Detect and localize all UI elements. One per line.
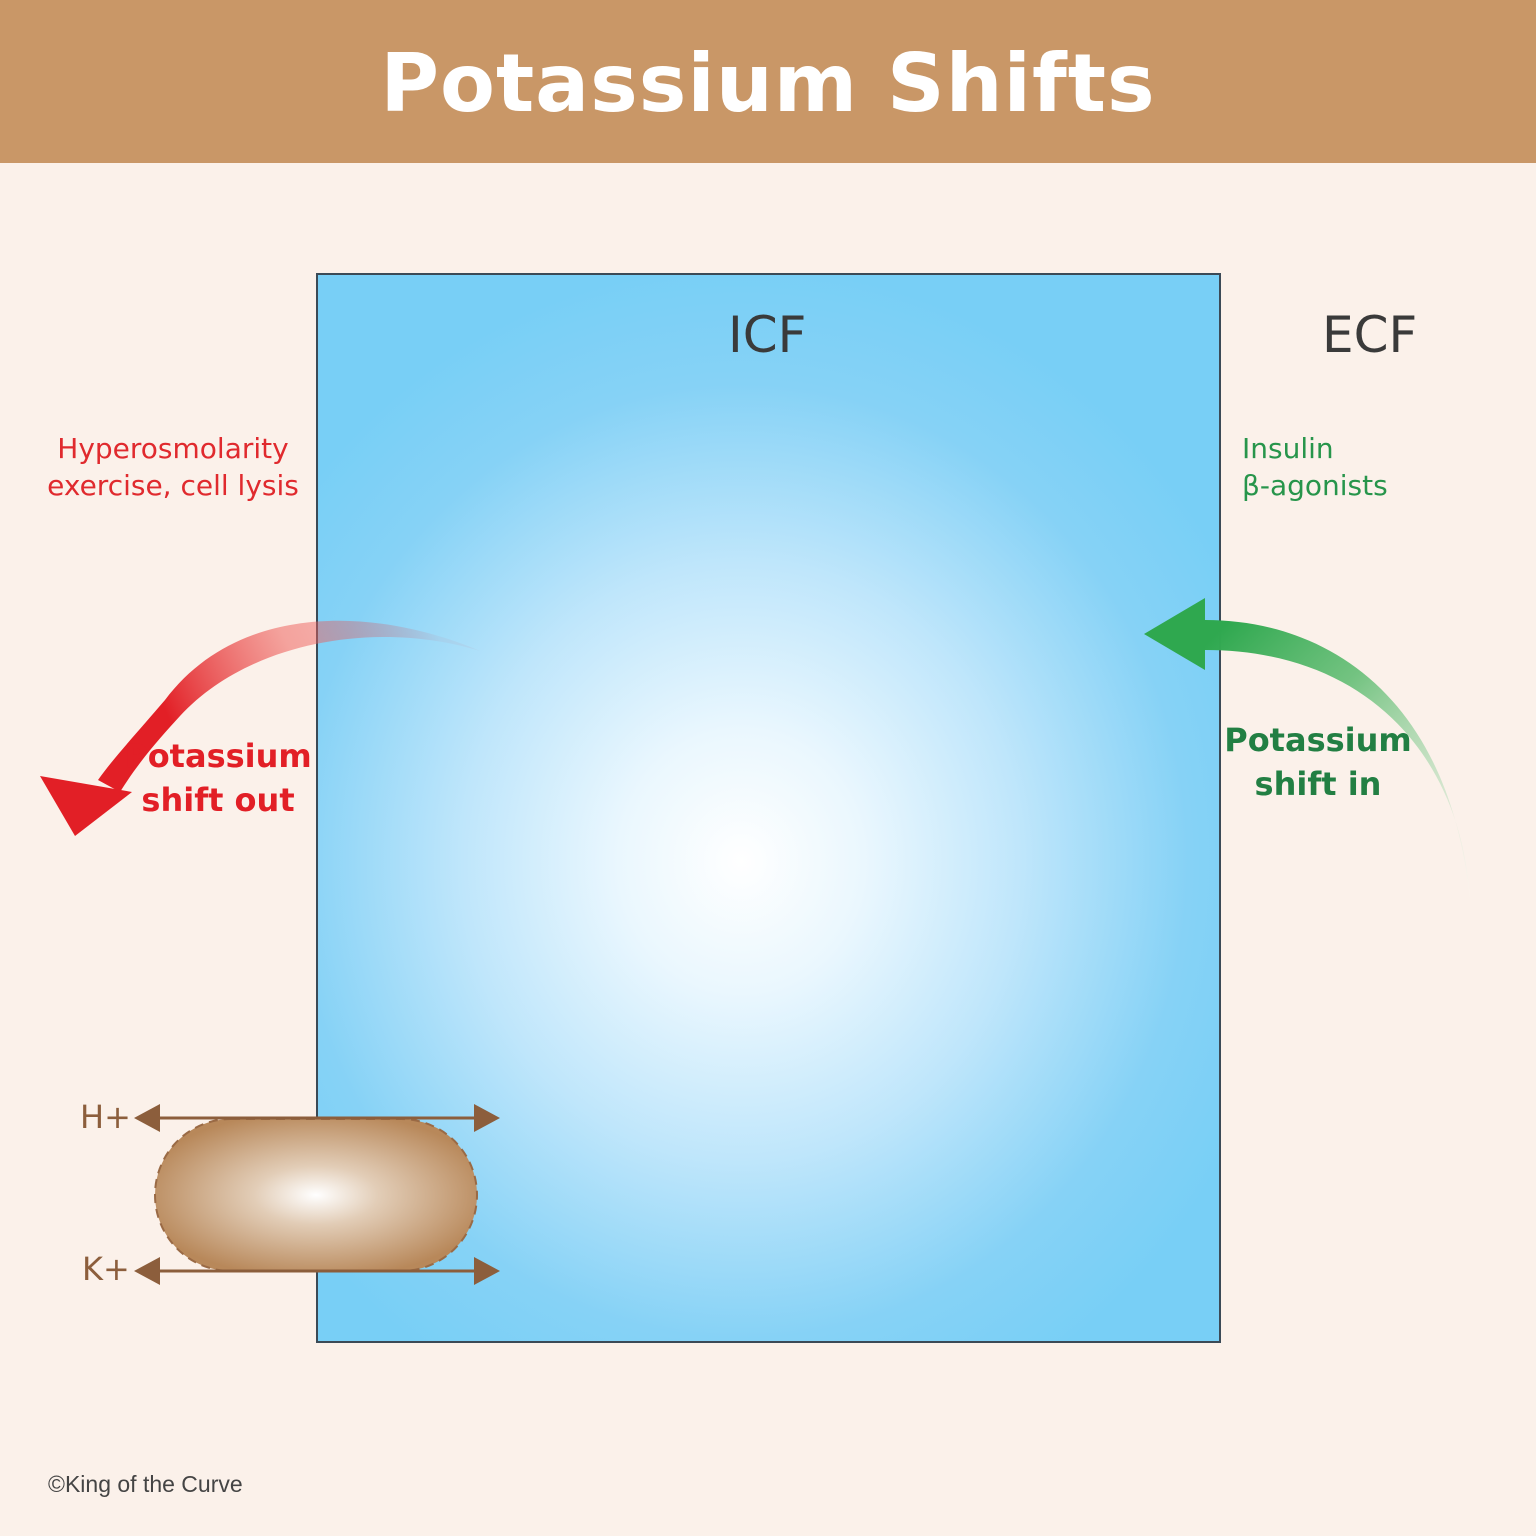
shift-in-arrow bbox=[1205, 620, 1470, 900]
shift-in-cause-beta-agonists: β-agonists bbox=[1242, 469, 1388, 502]
shift-out-label: Potassium shift out bbox=[124, 737, 312, 819]
title-banner: Potassium Shifts bbox=[0, 0, 1536, 163]
k-ion-label: K+ bbox=[82, 1250, 130, 1288]
copyright-notice: ©King of the Curve bbox=[48, 1471, 243, 1497]
h-ion-double-arrow bbox=[134, 1104, 500, 1132]
shift-in-cause-insulin: Insulin bbox=[1242, 432, 1334, 465]
shift-in-label: Potassium shift in bbox=[1224, 721, 1412, 803]
page-title: Potassium Shifts bbox=[380, 37, 1156, 130]
shift-out-arrow bbox=[98, 620, 480, 792]
k-ion-double-arrow bbox=[134, 1257, 500, 1285]
shift-out-causes: Hyperosmolarity exercise, cell lysis bbox=[47, 432, 299, 502]
h-ion-label: H+ bbox=[80, 1098, 131, 1136]
shift-in-causes: Insulin β-agonists bbox=[1242, 430, 1388, 504]
shift-out-arrowhead bbox=[40, 776, 132, 836]
ecf-label: ECF bbox=[1322, 306, 1418, 364]
exchanger-cell bbox=[154, 1118, 478, 1272]
icf-label: ICF bbox=[728, 306, 807, 364]
shift-in-arrowhead bbox=[1144, 598, 1205, 670]
